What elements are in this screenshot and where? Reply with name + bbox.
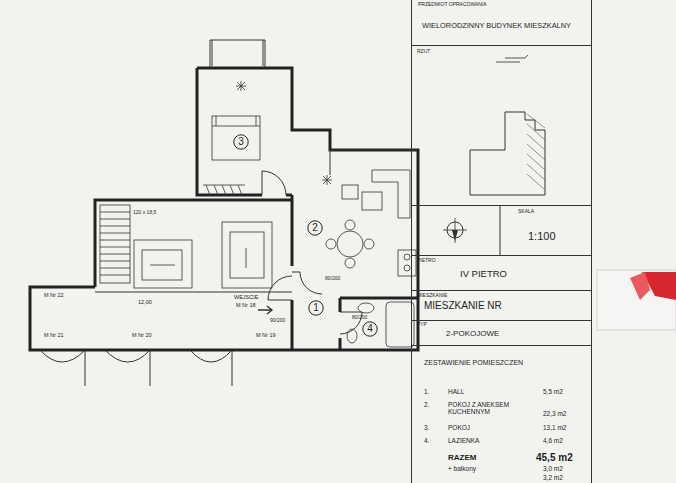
table-cell: 45,5 m2 [536, 452, 573, 464]
table-cell: POKOJ [448, 424, 470, 431]
table-cell: 22,3 m2 [543, 410, 567, 417]
stairs-lifts [100, 205, 272, 314]
field-value: 1:100 [528, 230, 556, 243]
walls [30, 68, 418, 350]
field-caption: SKALA [518, 209, 534, 215]
table-cell: 13,1 m2 [543, 424, 567, 431]
plan-label: 120 x 18,5 [133, 210, 156, 216]
plan-label: 90/200 [270, 318, 285, 324]
field-value: MIESZKANIE NR [424, 300, 502, 312]
room-number: 3 [233, 134, 249, 150]
plan-label: 12,00 [138, 299, 152, 305]
title-block-graphics [443, 55, 545, 255]
field-caption: PRZEDMIOT OPRACOWANIA [418, 2, 487, 8]
plan-label: M Nr 18 [236, 302, 256, 308]
room-number-circle: 3 [233, 134, 249, 150]
field-caption: MIESZKANIE [417, 293, 447, 299]
room-number-circle: 2 [307, 220, 323, 236]
plan-label: 80/200 [325, 276, 340, 282]
title-block-cell: MIESZKANIEMIESZKANIE NR [411, 290, 592, 321]
room-number-circle: 1 [308, 300, 324, 316]
table-cell: 5,5 m2 [543, 388, 563, 395]
table-cell: 1. [424, 388, 429, 395]
room-number: 1 [308, 300, 324, 316]
thin-lines [40, 40, 418, 386]
table-cell: HALL [448, 388, 464, 395]
title-block-cell: PIETRO IV PIETRO [411, 255, 592, 291]
field-caption: PIETRO [417, 258, 436, 264]
title-block-cell: RZUT [411, 45, 592, 206]
plan-label: M Nr 22 [44, 292, 64, 298]
plan-label: M Nr 21 [44, 332, 64, 338]
table-cell: 3,2 m2 [543, 474, 563, 481]
table-cell: 4. [424, 437, 429, 444]
table-cell: RAZEM [448, 453, 476, 462]
field-value: ZESTAWIENIE POMIESZCZEN [424, 359, 523, 367]
table-cell: 3. [424, 424, 429, 431]
table-cell: 4,6 m2 [543, 437, 563, 444]
furniture [203, 81, 416, 347]
field-value: IV PIETRO [460, 269, 507, 280]
red-object [597, 270, 676, 330]
title-block-cell: SKALA 1:100 [411, 205, 592, 256]
title-block-cell: PRZEDMIOT OPRACOWANIA WIELORODZINNY BUDYN… [411, 0, 592, 46]
field-caption: TYP [417, 322, 427, 328]
room-number-circle: 4 [362, 321, 378, 337]
field-value: 2-POKOJOWE [446, 329, 499, 338]
room-number: 2 [307, 220, 323, 236]
table-cell: + balkony [448, 465, 476, 472]
title-block-cell: TYP 2-POKOJOWE [411, 320, 592, 346]
room-number: 4 [362, 321, 378, 337]
field-caption: RZUT [417, 49, 430, 55]
plan-label: M Nr 20 [132, 332, 152, 338]
table-cell: 3,0 m2 [543, 465, 563, 472]
table-cell: LAZIENKA [448, 437, 479, 444]
plan-label: 80/200 [352, 315, 367, 321]
field-value: WIELORODZINNY BUDYNEK MIESZKALNY [422, 22, 571, 31]
plan-label: M Nr 19 [256, 332, 276, 338]
plan-label: WEJSCIE [234, 294, 258, 300]
table-cell: 2. [424, 401, 429, 408]
table-cell: POKOJ Z ANEKSEM KUCHENNYM [448, 401, 514, 416]
